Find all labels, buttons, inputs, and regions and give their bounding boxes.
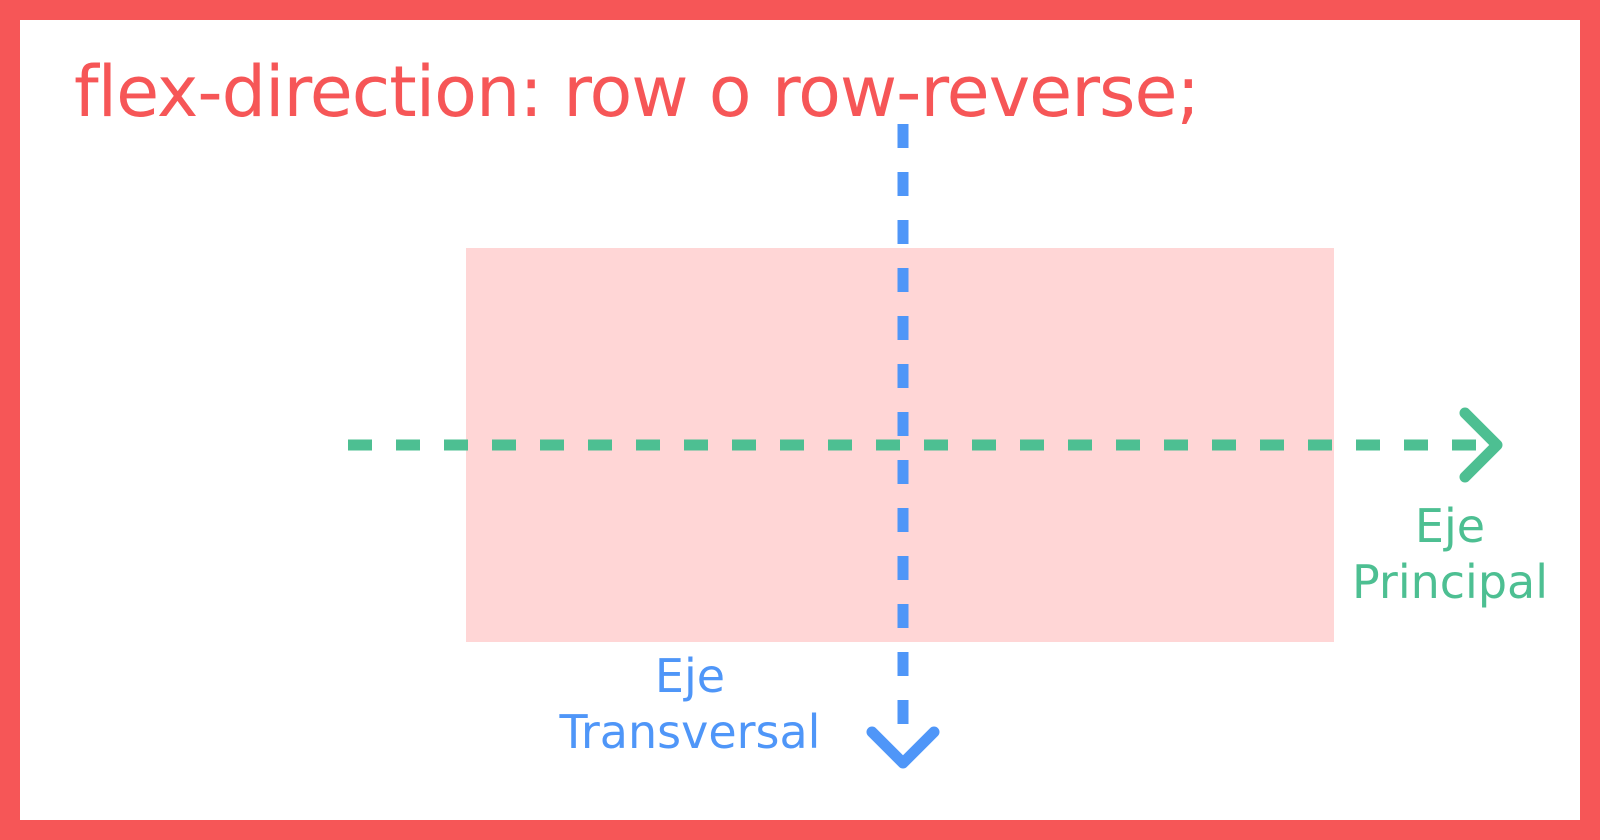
cross-axis-label: Eje Transversal: [540, 648, 840, 760]
main-axis-label-line2: Principal: [1351, 555, 1549, 609]
main-axis-label-line1: Eje: [1414, 499, 1486, 553]
main-axis-label: Eje Principal: [1350, 498, 1550, 610]
cross-axis-label-line2: Transversal: [559, 705, 821, 759]
page-title: flex-direction: row o row-reverse;: [74, 51, 1200, 133]
main-axis-arrowhead-icon: [1459, 407, 1503, 483]
cross-axis-label-line1: Eje: [654, 649, 726, 703]
cross-axis-arrowhead-icon: [866, 726, 940, 769]
